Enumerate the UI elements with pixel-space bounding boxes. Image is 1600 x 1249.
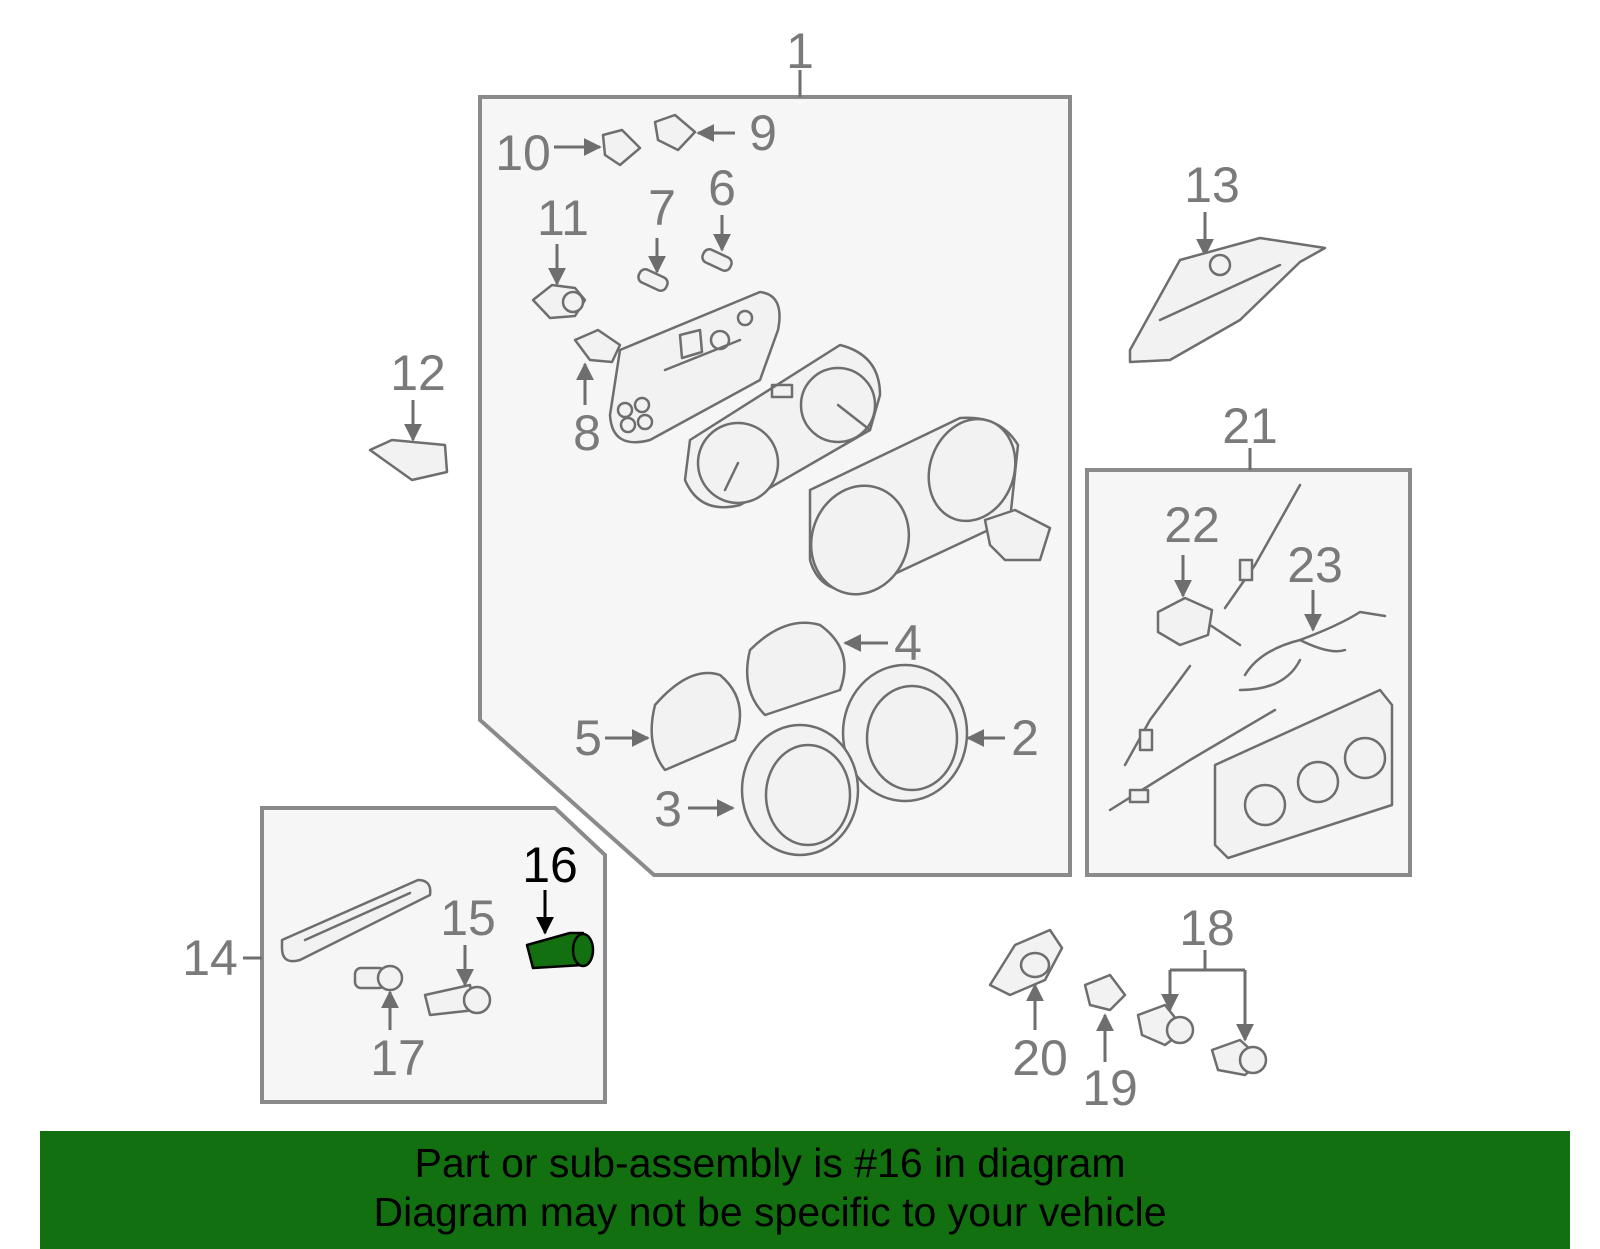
callout-13: 13	[1184, 157, 1240, 213]
callout-16: 16	[522, 837, 578, 893]
callout-12: 12	[390, 345, 446, 401]
callout-22: 22	[1164, 497, 1220, 553]
part-10-clip	[554, 128, 642, 167]
part-15-knob	[423, 945, 492, 1017]
callout-3: 3	[654, 781, 682, 837]
callout-6: 6	[708, 160, 736, 216]
part-18-knobs	[1136, 950, 1268, 1077]
assembly-box-14	[260, 806, 607, 1104]
part-6-bulb	[701, 215, 733, 272]
part-23-harness	[1238, 590, 1387, 692]
cluster-housing	[808, 416, 1052, 596]
part-14-switch-bezel	[280, 878, 432, 963]
part-13-trim	[1128, 212, 1327, 364]
callout-18: 18	[1179, 900, 1235, 956]
part-9-clip	[653, 113, 735, 152]
callout-17: 17	[370, 1030, 426, 1086]
info-banner-line-2: Diagram may not be specific to your vehi…	[373, 1189, 1167, 1235]
part-12-bracket	[368, 400, 449, 482]
gauge-face	[683, 343, 882, 509]
circuit-board	[608, 290, 781, 444]
callout-1: 1	[786, 23, 814, 79]
callout-19: 19	[1082, 1060, 1138, 1116]
part-22-actuator	[1156, 555, 1242, 647]
callout-4: 4	[894, 615, 922, 671]
part-17-knob	[353, 964, 404, 1030]
info-banner-line-1: Part or sub-assembly is #16 in diagram	[414, 1140, 1126, 1186]
callout-10: 10	[495, 125, 551, 181]
control-cable-1	[1223, 483, 1302, 610]
callout-23: 23	[1287, 537, 1343, 593]
part-2-bezel	[841, 663, 1005, 803]
control-cable-2	[1123, 664, 1192, 767]
part-19-knob	[1083, 973, 1127, 1062]
callout-11: 11	[537, 190, 589, 246]
part-4-lens	[745, 621, 888, 717]
callout-21: 21	[1222, 398, 1278, 454]
part-20-bracket	[988, 928, 1064, 1030]
callout-20: 20	[1012, 1030, 1068, 1086]
callout-5: 5	[574, 710, 602, 766]
part-8-socket	[573, 328, 622, 405]
callout-7: 7	[648, 180, 676, 236]
callout-8: 8	[573, 405, 601, 461]
part-5-lens	[605, 671, 742, 772]
callout-9: 9	[749, 105, 777, 161]
part-7-bulb	[637, 238, 669, 292]
callout-2: 2	[1011, 710, 1039, 766]
callout-14: 14	[182, 930, 238, 986]
part-11-bulb-socket	[531, 244, 587, 320]
callout-15: 15	[440, 890, 496, 946]
part-3-bezel	[688, 723, 860, 857]
info-banner: Part or sub-assembly is #16 in diagram D…	[40, 1131, 1570, 1249]
control-cable-3	[1108, 708, 1277, 812]
climate-control-panel	[1213, 688, 1394, 860]
part-16-highlighted	[525, 890, 595, 970]
